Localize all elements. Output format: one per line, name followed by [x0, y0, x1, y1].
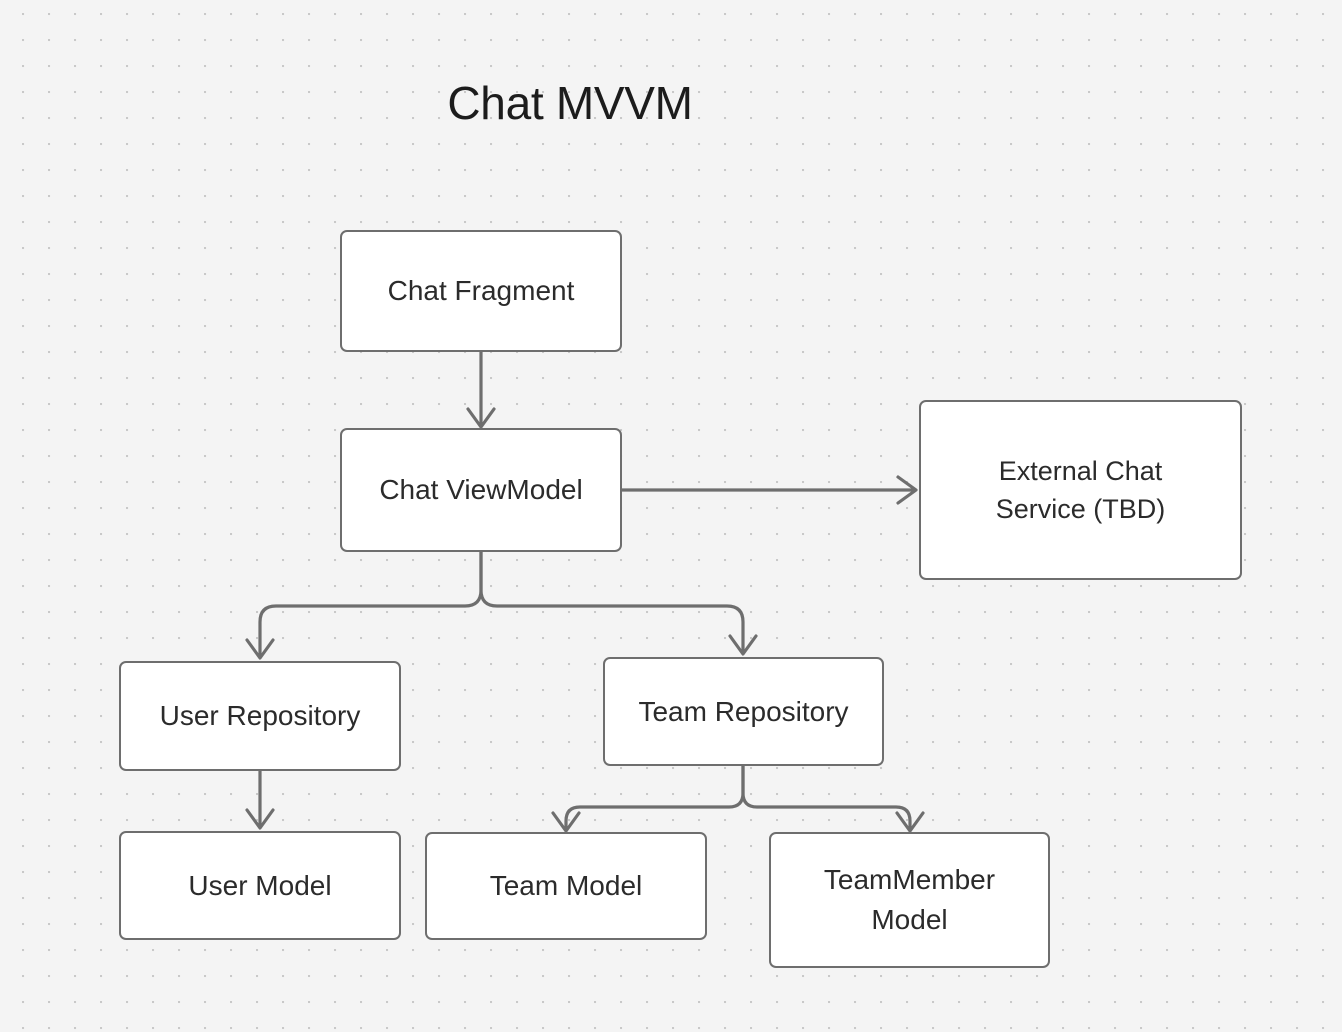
node-chat-viewmodel-label: Chat ViewModel [379, 474, 583, 506]
edge-fragment-to-viewmodel [466, 350, 496, 429]
edge-viewmodel-to-external [620, 475, 918, 505]
node-chat-fragment-label: Chat Fragment [387, 275, 575, 307]
edge-teamrepo-to-teammodel [551, 764, 745, 833]
node-team-model[interactable]: Team Model [425, 832, 707, 940]
node-team-repository[interactable]: Team Repository [603, 657, 884, 766]
node-user-model[interactable]: User Model [119, 831, 401, 940]
edge-userrepo-to-usermodel [245, 769, 275, 830]
node-user-repository-label: User Repository [159, 700, 361, 732]
node-external-chat-service[interactable]: External Chat Service (TBD) [919, 400, 1242, 580]
page-title: Chat MVVM [447, 77, 693, 129]
node-user-repository[interactable]: User Repository [119, 661, 401, 771]
node-chat-viewmodel[interactable]: Chat ViewModel [340, 428, 622, 552]
node-chat-fragment[interactable]: Chat Fragment [340, 230, 622, 352]
edge-teamrepo-to-teammember [741, 764, 925, 833]
node-teammember-model-label: TeamMember Model [823, 864, 996, 935]
node-team-model-label: Team Model [489, 870, 643, 902]
edge-viewmodel-to-userrepo [245, 550, 483, 660]
node-external-chat-service-label: External Chat Service (TBD) [995, 455, 1166, 524]
edge-viewmodel-to-teamrepo [479, 550, 758, 656]
node-teammember-model[interactable]: TeamMember Model [769, 832, 1050, 968]
node-user-model-label: User Model [188, 869, 332, 901]
node-team-repository-label: Team Repository [638, 695, 849, 727]
